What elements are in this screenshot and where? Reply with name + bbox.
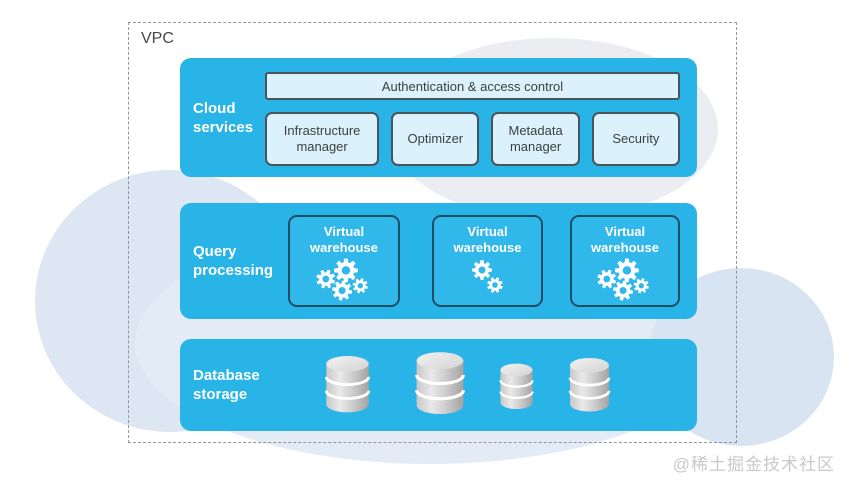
virtual-warehouse-label: Virtual warehouse bbox=[310, 224, 378, 255]
database-storage-label: Database storage bbox=[193, 367, 260, 403]
cloud-services-row: Infrastructure manager Optimizer Metadat… bbox=[265, 112, 680, 166]
security-box: Security bbox=[591, 112, 680, 166]
database-storage-section: Database storage bbox=[180, 339, 697, 431]
virtual-warehouse-box: Virtual warehouse bbox=[570, 215, 680, 307]
database-cylinder-icon bbox=[499, 362, 534, 411]
metadata-manager-box: Metadata manager bbox=[491, 112, 580, 166]
query-processing-label: Query processing bbox=[193, 243, 274, 279]
virtual-warehouse-label: Virtual warehouse bbox=[453, 224, 522, 255]
database-cylinder-icon bbox=[415, 350, 465, 416]
optimizer-box: Optimizer bbox=[391, 112, 480, 166]
virtual-warehouse-box: Virtual warehouse bbox=[288, 215, 400, 307]
watermark: @稀土掘金技术社区 bbox=[672, 455, 835, 474]
database-cylinder-icon bbox=[568, 356, 611, 413]
gears-icon bbox=[593, 257, 657, 303]
vpc-label: VPC bbox=[141, 30, 174, 47]
vpc-boundary bbox=[128, 22, 737, 443]
gears-icon bbox=[466, 257, 510, 297]
virtual-warehouse-label: Virtual warehouse bbox=[591, 224, 659, 255]
gears-icon bbox=[312, 257, 376, 303]
infrastructure-manager-box: Infrastructure manager bbox=[265, 112, 380, 166]
authentication-access-control-box: Authentication & access control bbox=[265, 72, 680, 100]
database-cylinder-icon bbox=[324, 354, 371, 414]
query-processing-section: Query processing Virtual warehouse Virtu… bbox=[180, 203, 697, 319]
cloud-services-label: Cloud services bbox=[193, 99, 254, 136]
cloud-services-section: Cloud services Authentication & access c… bbox=[180, 58, 697, 177]
virtual-warehouse-box: Virtual warehouse bbox=[432, 215, 543, 307]
